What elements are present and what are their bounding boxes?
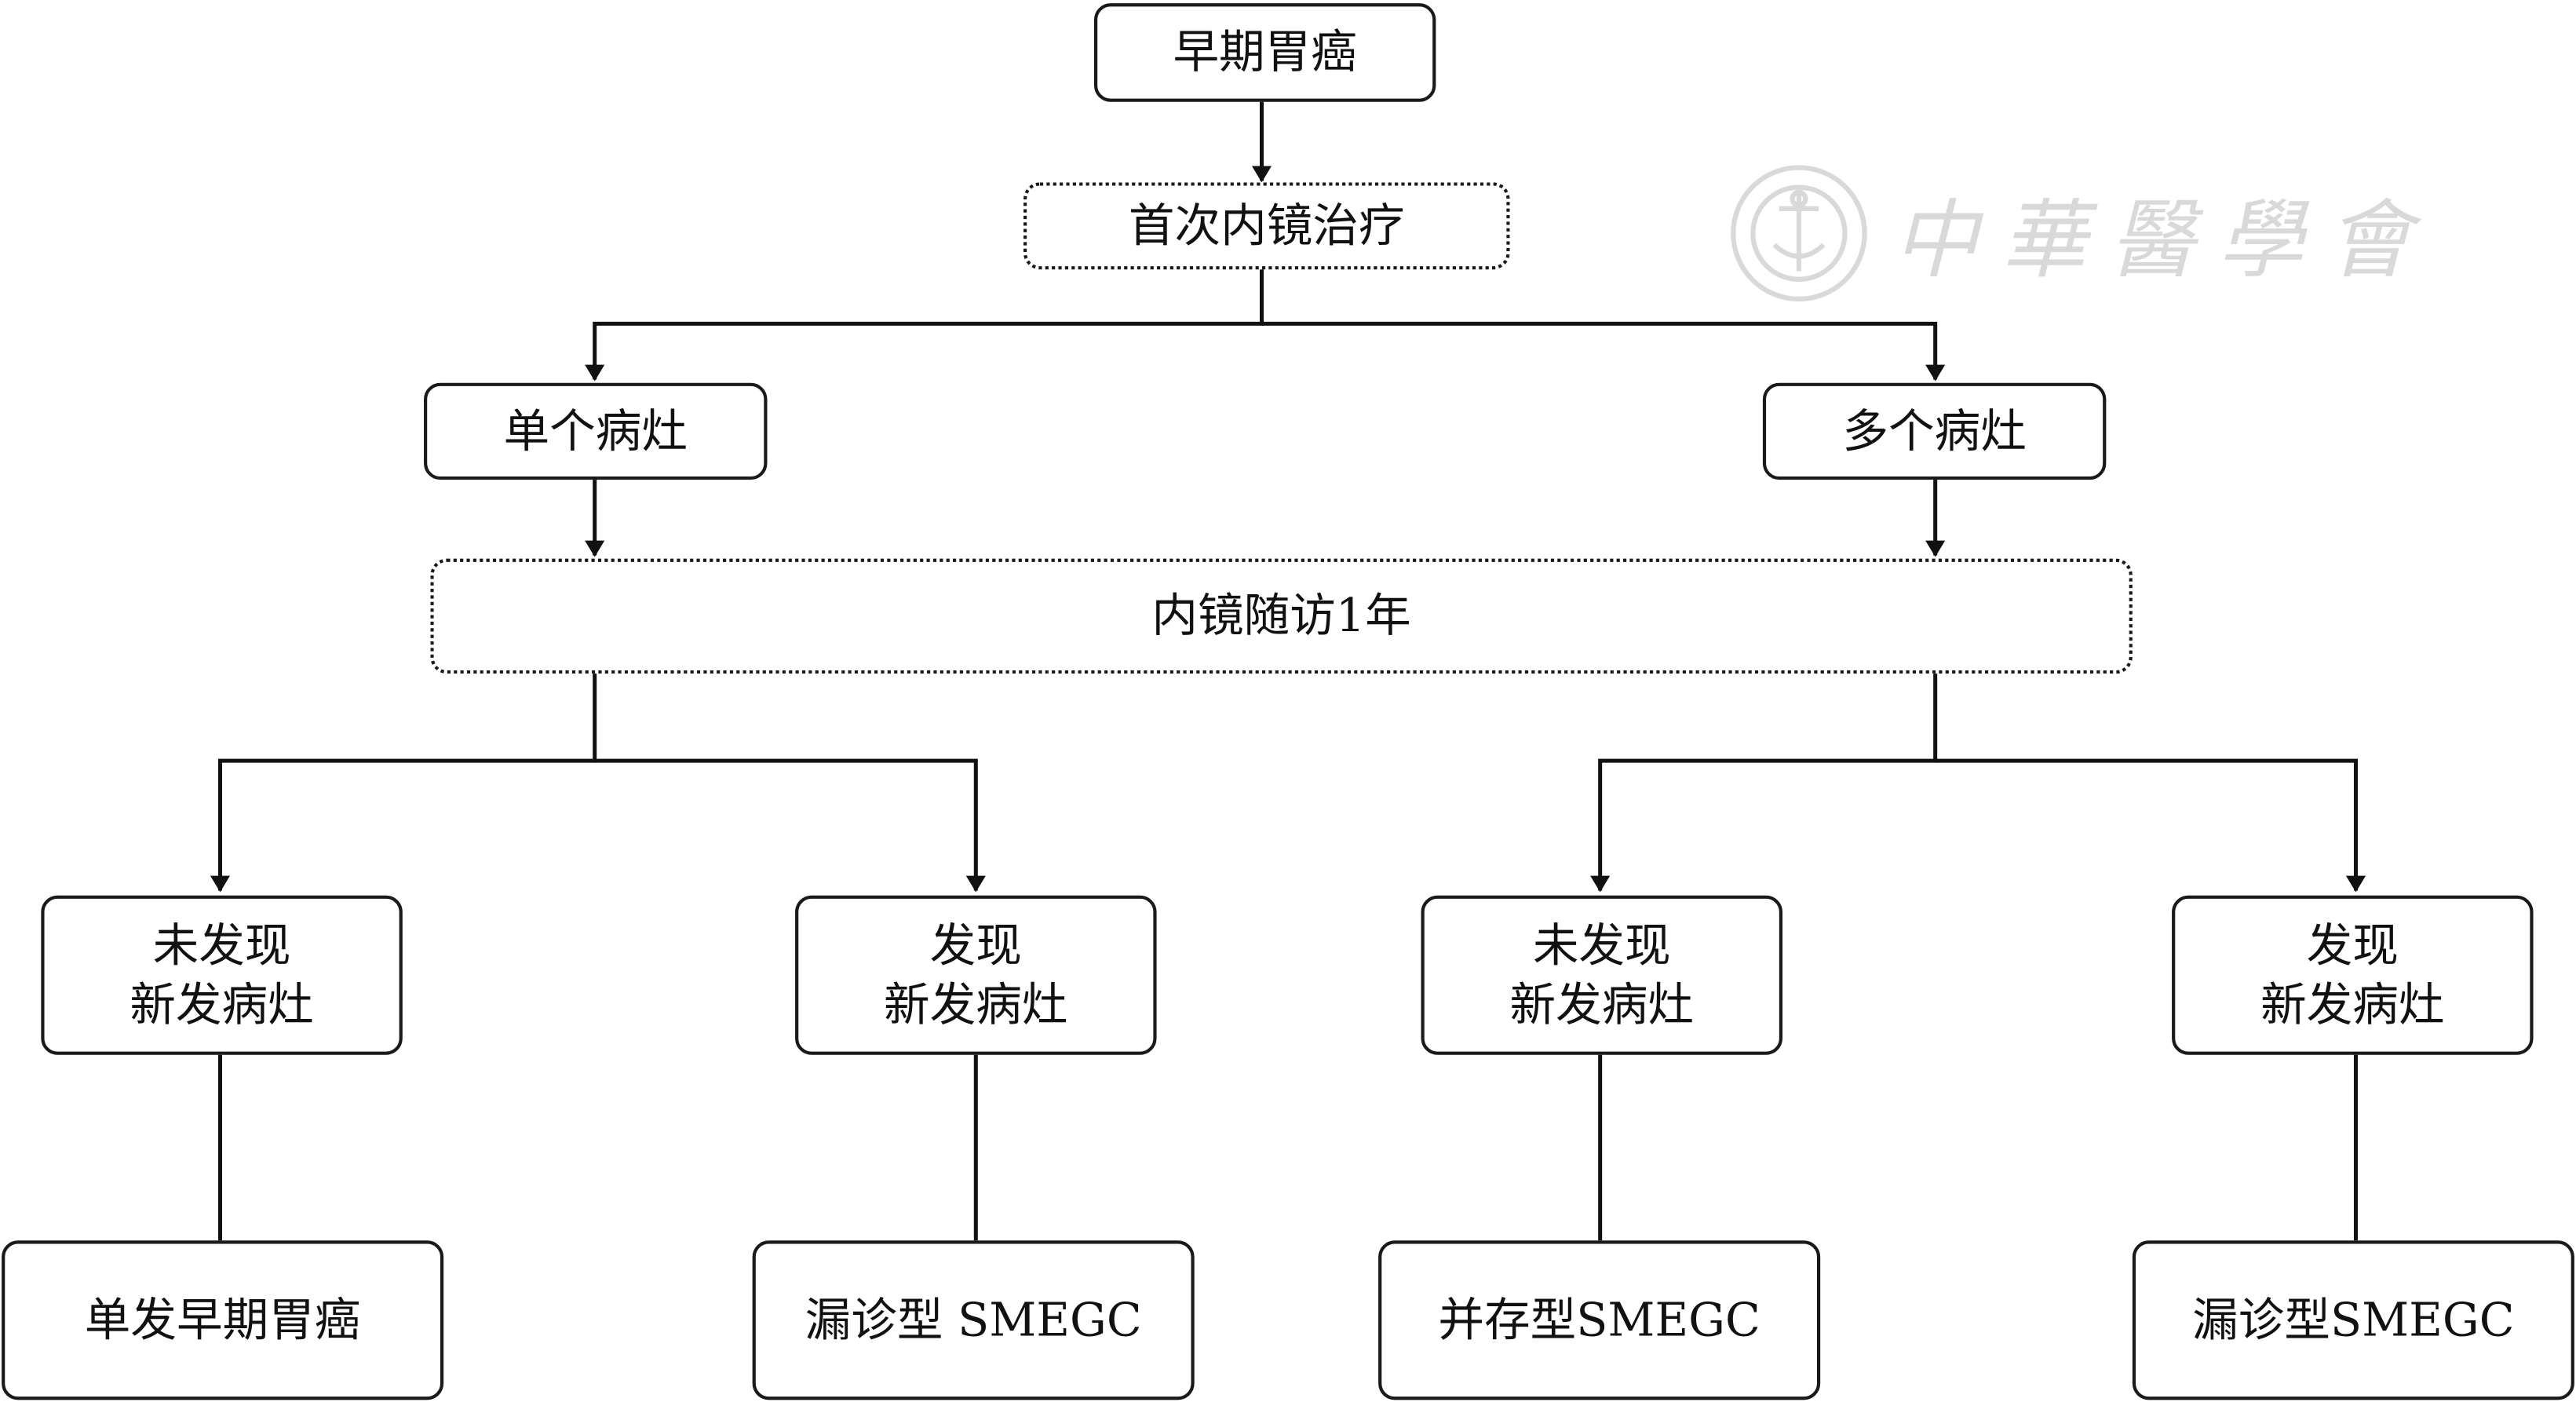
publisher-watermark: 中華醫學會 [1725, 152, 2432, 316]
node-label-line-1: 未发现 [1532, 917, 1671, 973]
edge-followup-to-left-group [210, 674, 597, 893]
node-label: 单发早期胃癌 [84, 1292, 361, 1347]
node-label-line-1: 未发现 [152, 917, 291, 973]
node-single-lesion: 单个病灶 [424, 382, 768, 480]
node-first-endoscopic-treatment: 首次内镜治疗 [1023, 182, 1510, 270]
node-endoscopic-followup: 内镜随访1年 [430, 558, 2133, 674]
edge-followup-to-new-lesion-a [594, 758, 986, 893]
node-label: 内镜随访1年 [1151, 588, 1411, 643]
seal-icon [1731, 165, 1867, 302]
node-missed-smegc-single: 漏诊型 SMEGC [752, 1240, 1195, 1400]
node-coexisting-smegc: 并存型SMEGC [1378, 1240, 1821, 1400]
node-label: 漏诊型 SMEGC [805, 1292, 1142, 1347]
node-label-line-1: 发现 [929, 917, 1022, 973]
node-label: 首次内镜治疗 [1128, 198, 1405, 253]
node-no-new-lesion-multiple: 未发现 新发病灶 [1421, 895, 1783, 1055]
node-label-line-2: 新发病灶 [884, 977, 1068, 1031]
node-label: 并存型SMEGC [1438, 1292, 1761, 1347]
edge-followup-to-new-lesion-b [1935, 758, 2366, 893]
node-label-line-1: 发现 [2306, 917, 2399, 973]
node-new-lesion-single: 发现 新发病灶 [795, 895, 1157, 1055]
node-single-early-cancer: 单发早期胃癌 [2, 1240, 444, 1400]
edge-followup-to-right-group [1590, 674, 1938, 893]
edge-treatment-to-multiple [1261, 321, 1946, 382]
node-no-new-lesion-single: 未发现 新发病灶 [41, 895, 403, 1055]
node-label-line-2: 新发病灶 [130, 977, 314, 1031]
node-label: 单个病灶 [503, 403, 688, 458]
node-missed-smegc-multiple: 漏诊型SMEGC [2132, 1240, 2574, 1400]
edge-treatment-to-single [585, 269, 1264, 382]
node-label-line-2: 新发病灶 [2260, 977, 2445, 1031]
node-multiple-lesions: 多个病灶 [1762, 382, 2107, 480]
node-early-gastric-cancer: 早期胃癌 [1094, 3, 1436, 102]
node-label: 早期胃癌 [1173, 24, 1357, 79]
node-label: 多个病灶 [1842, 403, 2027, 458]
watermark-text: 中華醫學會 [1892, 192, 2436, 291]
node-label-line-2: 新发病灶 [1509, 977, 1694, 1031]
node-new-lesion-multiple: 发现 新发病灶 [2172, 895, 2534, 1055]
node-label: 漏诊型SMEGC [2192, 1292, 2515, 1347]
